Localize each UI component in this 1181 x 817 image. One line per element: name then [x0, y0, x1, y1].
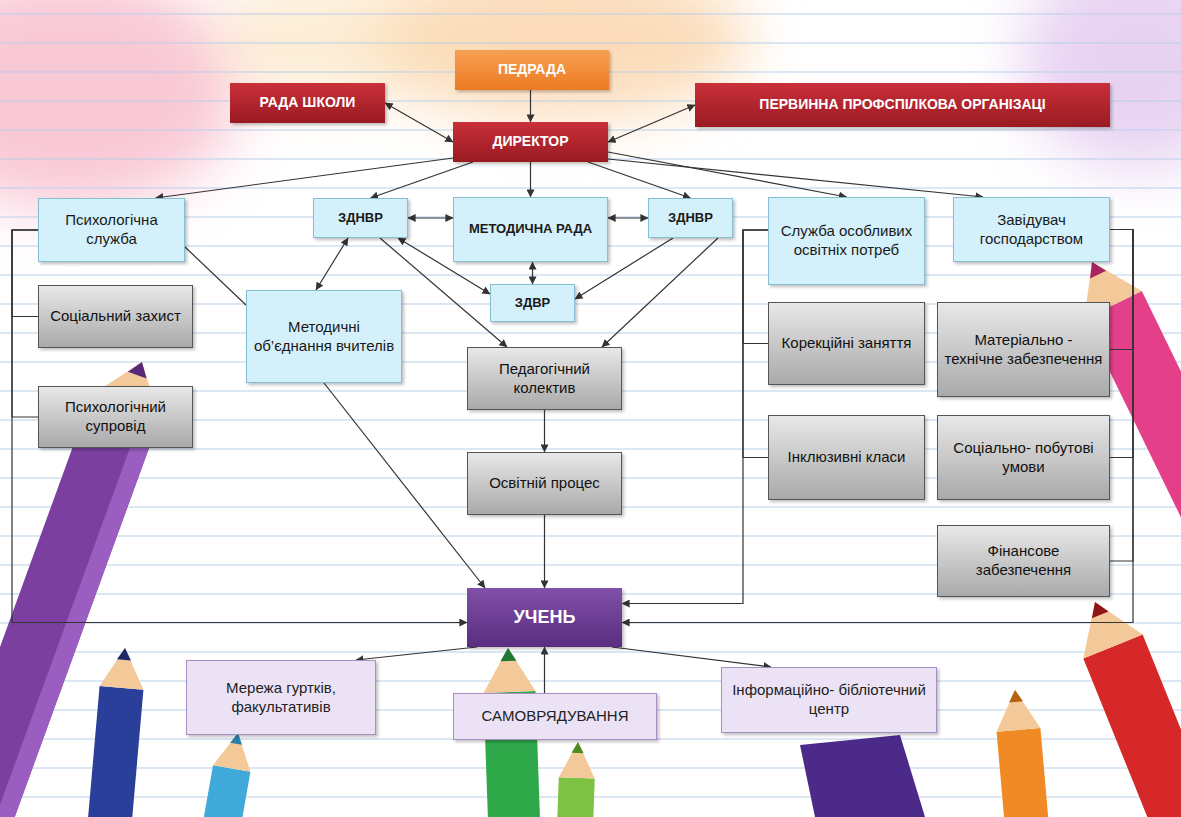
node-label: ЗДВР: [497, 295, 568, 311]
connector: [12, 230, 38, 417]
connector: [608, 159, 983, 197]
deputy-box: ЗДНВР: [313, 198, 408, 238]
node-label: Інклюзивні класи: [775, 448, 918, 467]
connector: [544, 647, 545, 693]
service-box: Служба особливих освітніх потреб: [768, 197, 925, 285]
student-box: УЧЕНЬ: [467, 588, 622, 647]
deputy-box: МЕТОДИЧНА РАДА: [453, 197, 608, 262]
service-box: Психологічна служба: [38, 198, 185, 262]
function-box: Корекційні заняття: [768, 302, 925, 385]
function-box: Освітній процес: [467, 452, 622, 515]
paint-splash: [0, 0, 240, 210]
pencil: [993, 688, 1058, 817]
node-label: ПЕРВИННА ПРОФСПІЛКОВА ОРГАНІЗАЦІ: [701, 96, 1104, 114]
function-box: Фінансове забезпечення: [937, 525, 1110, 597]
node-label: САМОВРЯДУВАННЯ: [460, 707, 650, 726]
connector: [156, 158, 453, 198]
council-box: ПЕДРАДА: [455, 50, 609, 90]
activity-box: САМОВРЯДУВАННЯ: [453, 693, 657, 740]
connector: [371, 162, 474, 198]
activity-box: Мережа гуртків, факультативів: [186, 660, 376, 735]
connector: [185, 247, 246, 305]
connector: [544, 515, 545, 588]
connector: [408, 217, 453, 218]
connector: [356, 647, 477, 660]
node-label: Соціально- побутові умови: [944, 439, 1103, 477]
connector: [324, 383, 485, 588]
connector: [530, 90, 531, 122]
connector: [532, 262, 533, 284]
governance-box: РАДА ШКОЛИ: [230, 83, 385, 123]
function-box: Педагогічний колектив: [467, 347, 622, 410]
pencil: [73, 646, 146, 817]
node-label: Педагогічний колектив: [474, 360, 615, 398]
connector: [608, 105, 695, 142]
pencil: [178, 730, 256, 817]
connector: [588, 162, 691, 198]
activity-box: Інформаційно- бібліотечний центр: [721, 667, 937, 733]
connector: [608, 152, 847, 197]
node-label: Корекційні заняття: [775, 334, 918, 353]
node-label: Освітній процес: [474, 474, 615, 493]
connector: [1110, 230, 1133, 350]
pencil: [1065, 590, 1181, 817]
deputy-box: ЗДНВР: [648, 198, 733, 238]
connector: [622, 230, 1133, 623]
connector: [608, 217, 648, 218]
connector: [1110, 230, 1133, 458]
node-label: Мережа гуртків, факультативів: [193, 679, 369, 717]
function-box: Матеріально - технічне забезпечення: [937, 302, 1110, 397]
pencil: [552, 741, 596, 817]
node-label: Інформаційно- бібліотечний центр: [728, 681, 930, 719]
connector: [743, 230, 768, 458]
deputy-box: ЗДВР: [490, 284, 575, 322]
node-label: МЕТОДИЧНА РАДА: [460, 221, 601, 237]
connector: [316, 238, 348, 290]
node-label: Методичні об’єднання вчителів: [253, 318, 395, 356]
sharpener: [800, 735, 925, 817]
connector: [385, 103, 453, 142]
connector: [612, 647, 771, 667]
connector: [12, 230, 38, 317]
governance-box: ДИРЕКТОР: [453, 122, 608, 162]
connector: [530, 162, 531, 197]
node-label: ДИРЕКТОР: [459, 133, 602, 151]
connector: [12, 230, 467, 623]
connector: [1110, 230, 1133, 562]
node-label: Фінансове забезпечення: [944, 542, 1103, 580]
service-box: Завідувач господарством: [953, 197, 1110, 262]
node-label: РАДА ШКОЛИ: [236, 94, 379, 112]
function-box: Соціальний захист: [38, 285, 193, 348]
connector: [622, 230, 768, 604]
function-box: Психологічний супровід: [38, 386, 193, 448]
node-label: ЗДНВР: [655, 210, 726, 226]
connector: [602, 238, 718, 347]
governance-box: ПЕРВИННА ПРОФСПІЛКОВА ОРГАНІЗАЦІ: [695, 83, 1110, 127]
connector: [544, 410, 545, 452]
node-label: Психологічна служба: [45, 211, 178, 249]
node-label: Соціальний захист: [45, 307, 186, 326]
ruled-lines: [0, 14, 1181, 797]
function-box: Соціально- побутові умови: [937, 415, 1110, 500]
node-label: ЗДНВР: [320, 210, 401, 226]
node-label: ПЕДРАДА: [461, 61, 603, 79]
node-label: УЧЕНЬ: [473, 606, 616, 629]
node-label: Служба особливих освітніх потреб: [775, 222, 918, 260]
function-box: Інклюзивні класи: [768, 415, 925, 500]
service-box: Методичні об’єднання вчителів: [246, 290, 402, 383]
node-label: Матеріально - технічне забезпечення: [944, 331, 1103, 369]
node-label: Завідувач господарством: [960, 211, 1103, 249]
connector: [743, 230, 768, 344]
node-label: Психологічний супровід: [45, 398, 186, 436]
